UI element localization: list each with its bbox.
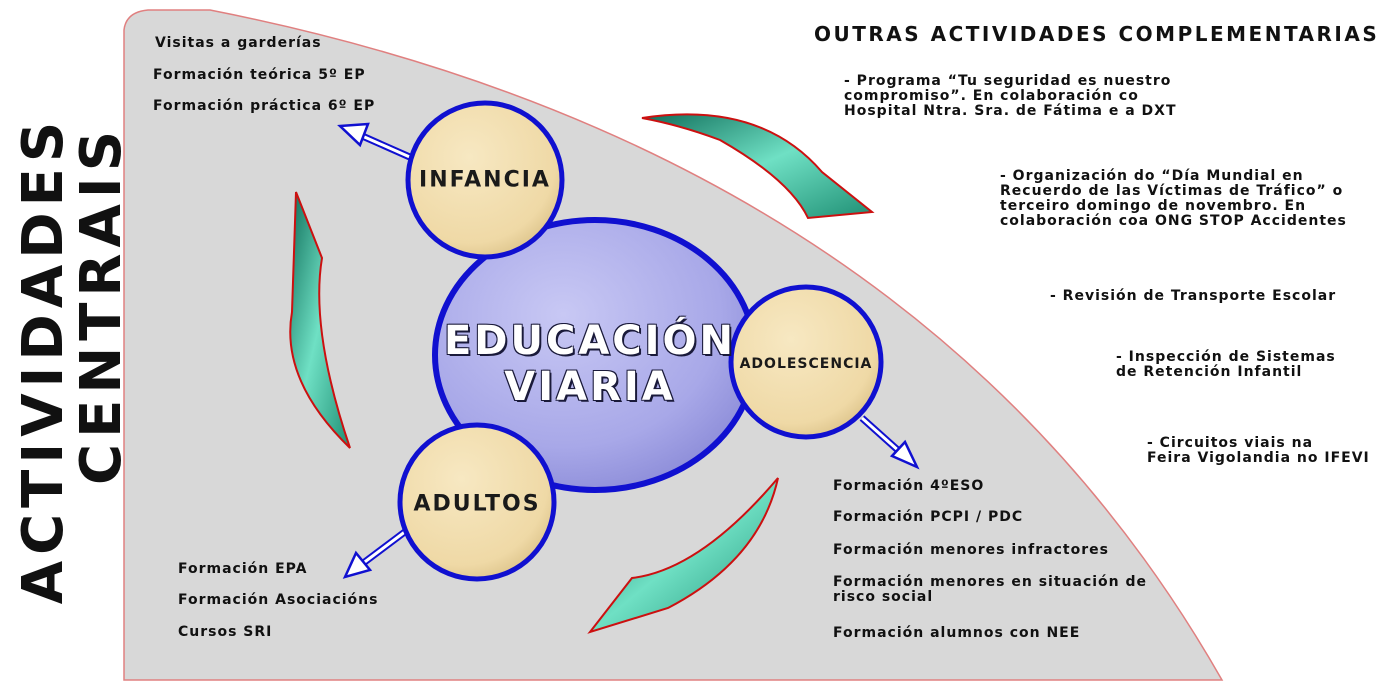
outras-item: - Revisión de Transporte Escolar	[1050, 288, 1337, 304]
infancia-circle	[405, 100, 565, 260]
center-title-line1: EDUCACIÓN	[443, 318, 737, 364]
infancia-item: Formación teórica 5º EP	[153, 67, 366, 83]
infancia-item: Formación práctica 6º EP	[153, 98, 376, 114]
adolescencia-item: Formación 4ºESO	[833, 478, 985, 494]
side-title-line2: CENTRAIS	[69, 124, 134, 486]
infancia-item: Visitas a garderías	[155, 35, 322, 51]
adolescencia-item: Formación alumnos con NEE	[833, 625, 1081, 641]
outras-item: - Circuitos viais na Feira Vigolandia no…	[1147, 435, 1370, 466]
adolescencia-item: Formación PCPI / PDC	[833, 509, 1024, 525]
curved-arrow-bottom	[587, 477, 779, 634]
adultos-item: Formación Asociacións	[178, 592, 379, 608]
outras-item: - Programa “Tu seguridad es nuestro comp…	[844, 73, 1177, 119]
adultos-item: Formación EPA	[178, 561, 308, 577]
arrow-to-infancia-list	[337, 122, 414, 162]
adultos-item: Cursos SRI	[178, 624, 273, 640]
outras-heading: OUTRAS ACTIVIDADES COMPLEMENTARIAS	[814, 22, 1380, 46]
adultos-circle	[397, 422, 557, 582]
curved-arrow-left	[289, 191, 351, 449]
adolescencia-item: Formación menores infractores	[833, 542, 1109, 558]
adultos-label: ADULTOS	[413, 491, 541, 517]
side-title-line1: ACTIVIDADES	[11, 115, 76, 605]
infancia-label: INFANCIA	[419, 167, 551, 193]
outras-item: - Inspección de Sistemas de Retención In…	[1116, 349, 1336, 380]
arrow-to-adolescencia-list	[859, 415, 920, 470]
adolescencia-circle	[728, 284, 884, 440]
adolescencia-item: Formación menores en situación de risco …	[833, 574, 1148, 605]
center-title: EDUCACIÓN VIARIA	[444, 318, 736, 410]
adolescencia-label: ADOLESCENCIA	[739, 356, 873, 372]
outras-item: - Organización do “Día Mundial en Recuer…	[1000, 168, 1347, 229]
arrow-to-adultos-list	[342, 525, 413, 579]
center-title-line2: VIARIA	[504, 364, 676, 410]
curved-arrow-top	[641, 113, 875, 220]
